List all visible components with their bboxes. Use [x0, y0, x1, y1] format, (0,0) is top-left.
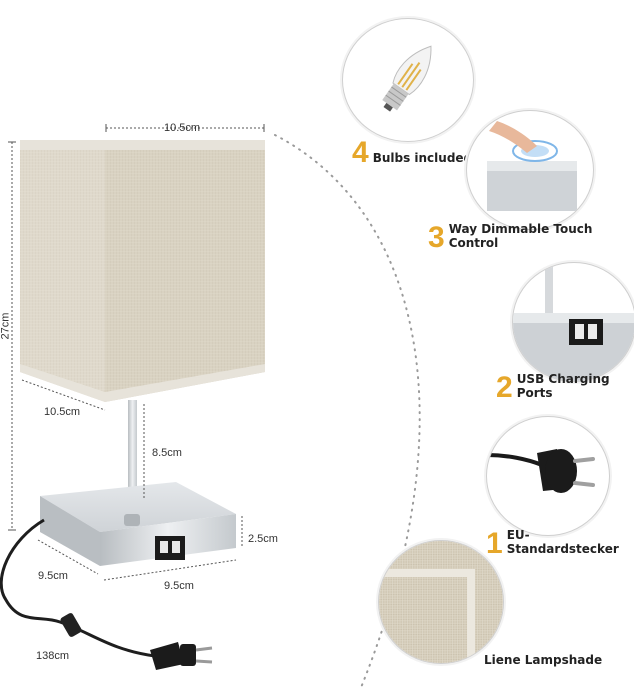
- usb-ports-icon: [155, 536, 185, 560]
- linen-shade-icon: [379, 541, 503, 663]
- base-width-label: 9.5cm: [164, 580, 194, 592]
- base-depth-label: 9.5cm: [38, 570, 68, 582]
- stem-height-label: 8.5cm: [152, 447, 182, 459]
- feature-label: Way Dimmable Touch Control: [448, 222, 593, 250]
- led-bulb-icon: [382, 45, 432, 112]
- lamp-base: [40, 482, 236, 566]
- plug-icon: [150, 642, 213, 670]
- lamp-shade: [20, 140, 265, 402]
- linen-circle: [378, 540, 504, 664]
- base-height-label: 2.5cm: [248, 533, 278, 545]
- feature-linen-label: Liene Lampshade: [484, 653, 603, 667]
- eu-plug-icon: [487, 449, 595, 493]
- inline-switch: [60, 613, 82, 637]
- plug-circle: [486, 416, 610, 536]
- touch-control-icon: [487, 121, 577, 211]
- shade-width-label: 10.5cm: [164, 122, 201, 134]
- feature-label: Bulbs included: [372, 151, 473, 165]
- feature-number: 3: [428, 221, 445, 254]
- cable-length-label: 138cm: [36, 650, 70, 662]
- bulb-circle: [342, 18, 474, 142]
- lamp-illustration: [0, 124, 265, 670]
- feature-touch: 3 Way Dimmable Touch Control: [428, 222, 634, 253]
- feature-number: 4: [352, 136, 369, 169]
- lamp-stem: [128, 400, 137, 510]
- dimension-lines: [8, 124, 265, 581]
- feature-label: EU-Standardstecker: [506, 528, 619, 556]
- feature-number: 2: [496, 371, 513, 404]
- usb-circle: [512, 262, 634, 382]
- power-cable: [0, 518, 156, 658]
- lamp-height-label: 27cm: [0, 312, 12, 340]
- feature-usb: 2 USB Charging Ports: [496, 372, 634, 403]
- feature-plug: 1 EU-Standardstecker: [486, 528, 634, 559]
- usb-ports-icon: [513, 263, 634, 381]
- shade-depth-label: 10.5cm: [44, 406, 81, 418]
- feature-bulbs: 4 Bulbs included: [352, 138, 472, 168]
- feature-number: 1: [486, 527, 503, 560]
- feature-label: USB Charging Ports: [516, 372, 610, 400]
- touch-circle: [466, 110, 594, 230]
